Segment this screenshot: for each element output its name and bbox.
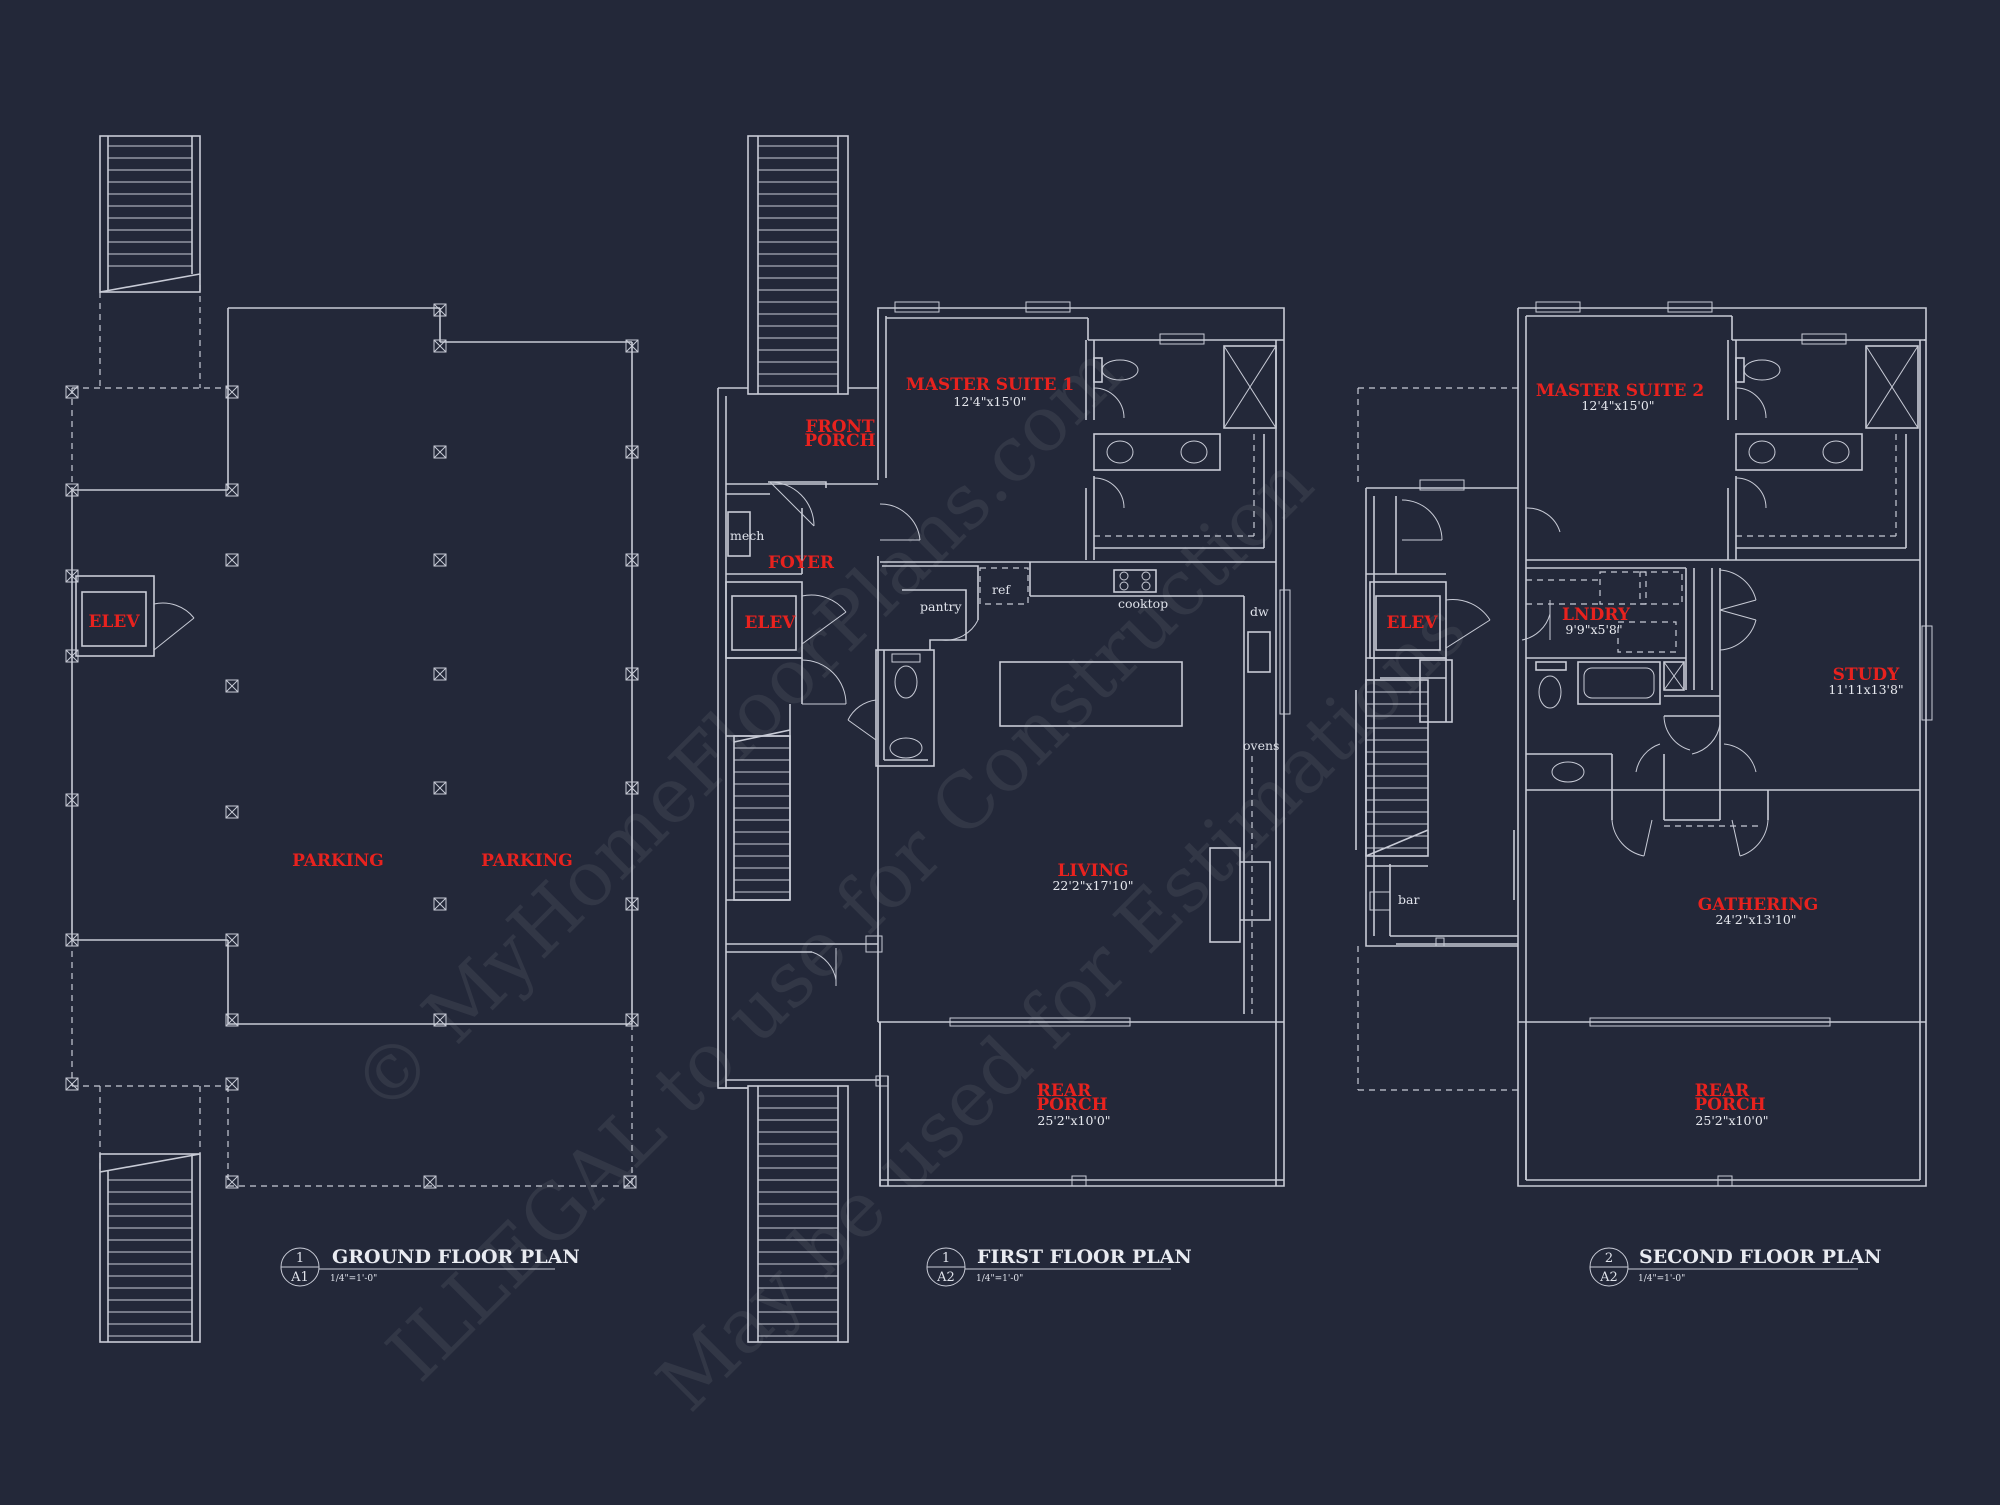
- first-rear-stair: [747, 1085, 849, 1343]
- column-marker: [65, 649, 79, 663]
- first-rear-porch: [718, 1022, 1284, 1187]
- first-front-porch-label-2: PORCH: [804, 431, 875, 451]
- second-floor-title-block: 2 A2 SECOND FLOOR PLAN 1/4"=1'-0": [1589, 1246, 1881, 1287]
- column-marker: [423, 1175, 437, 1189]
- column-marker: [433, 667, 447, 681]
- ground-bubble-sheet: A1: [290, 1270, 309, 1285]
- first-floor-title: FIRST FLOOR PLAN: [977, 1246, 1192, 1268]
- column-marker: [433, 781, 447, 795]
- column-marker: [65, 1077, 79, 1091]
- column-marker: [225, 553, 239, 567]
- ground-floor-title: GROUND FLOOR PLAN: [332, 1246, 580, 1268]
- second-gathering-dims: 24'2"x13'10": [1715, 912, 1796, 927]
- ground-floor-plan: ELEV PARKING PARKING 1 A1 GROUND FLOOR P…: [65, 135, 639, 1343]
- first-pantry-label: pantry: [920, 599, 963, 614]
- second-floor-scale: 1/4"=1'-0": [1638, 1274, 1685, 1284]
- column-marker: [625, 897, 639, 911]
- first-foyer-area: [725, 481, 921, 705]
- first-floor-title-block: 1 A2 FIRST FLOOR PLAN 1/4"=1'-0": [926, 1246, 1192, 1287]
- column-marker: [225, 805, 239, 819]
- first-front-stair: [747, 135, 849, 395]
- column-marker: [625, 553, 639, 567]
- second-floor-title: SECOND FLOOR PLAN: [1639, 1246, 1881, 1268]
- first-master-suite-dims: 12'4"x15'0": [953, 394, 1026, 409]
- second-laundry-label: LNDRY: [1562, 605, 1631, 625]
- second-elev-label: ELEV: [1386, 613, 1438, 633]
- second-study-dims: 11'11x13'8": [1828, 682, 1903, 697]
- column-marker: [433, 553, 447, 567]
- second-master-bath: [1525, 340, 1919, 560]
- column-marker: [625, 339, 639, 353]
- second-master-suite-label: MASTER SUITE 2: [1536, 381, 1704, 401]
- column-marker: [625, 1013, 639, 1027]
- first-ovens-label: ovens: [1243, 738, 1279, 753]
- column-marker: [65, 793, 79, 807]
- ground-floor-scale: 1/4"=1'-0": [330, 1274, 377, 1284]
- second-floor-plan: MASTER SUITE 2 12'4"x15'0" ELEV LNDRY 9'…: [1355, 301, 1933, 1287]
- column-marker: [225, 1013, 239, 1027]
- first-elev-label: ELEV: [744, 613, 796, 633]
- second-bar-label: bar: [1398, 892, 1419, 907]
- first-foyer-label: FOYER: [768, 553, 835, 573]
- column-marker: [433, 303, 447, 317]
- second-gathering-label: GATHERING: [1698, 895, 1819, 915]
- column-marker: [625, 667, 639, 681]
- column-marker: [225, 385, 239, 399]
- column-marker: [225, 483, 239, 497]
- first-pantry-powder: [847, 565, 979, 767]
- first-dw-label: dw: [1250, 604, 1269, 619]
- column-marker: [623, 1175, 637, 1189]
- column-marker: [225, 1077, 239, 1091]
- column-marker: [625, 781, 639, 795]
- ground-bubble-number: 1: [296, 1251, 304, 1266]
- first-rear-porch-label-1: REAR: [1037, 1081, 1092, 1101]
- ground-floor-title-block: 1 A1 GROUND FLOOR PLAN 1/4"=1'-0": [280, 1246, 580, 1287]
- first-ref-label: ref: [992, 582, 1011, 597]
- first-front-porch-label-1: FRONT: [805, 417, 875, 437]
- first-master-suite-label: MASTER SUITE 1: [906, 375, 1074, 395]
- ground-parking-left-label: PARKING: [292, 851, 384, 871]
- column-marker: [433, 897, 447, 911]
- column-marker: [65, 933, 79, 947]
- first-living-dims: 22'2"x17'10": [1052, 878, 1133, 893]
- ground-parking-right-label: PARKING: [481, 851, 573, 871]
- second-rear-porch-label-1: REAR: [1695, 1081, 1750, 1101]
- column-marker: [433, 445, 447, 459]
- first-floor-plan: MASTER SUITE 1 12'4"x15'0" FRONT PORCH F…: [717, 135, 1291, 1343]
- column-marker: [433, 339, 447, 353]
- column-marker: [225, 679, 239, 693]
- column-marker: [65, 385, 79, 399]
- ground-columns: [65, 303, 639, 1189]
- second-study-label: STUDY: [1833, 665, 1900, 685]
- second-rear-porch-dims: 25'2"x10'0": [1695, 1113, 1768, 1128]
- first-rear-porch-dims: 25'2"x10'0": [1037, 1113, 1110, 1128]
- second-laundry-dims: 9'9"x5'8": [1565, 622, 1622, 637]
- column-marker: [625, 445, 639, 459]
- second-bubble-number: 2: [1605, 1251, 1613, 1266]
- first-bubble-number: 1: [942, 1251, 950, 1266]
- first-rear-porch-label-2: PORCH: [1036, 1095, 1107, 1115]
- first-cooktop-label: cooktop: [1118, 596, 1168, 611]
- ground-elevator-shaft: [75, 575, 195, 657]
- first-master-bath: [1085, 340, 1277, 560]
- first-interior-stair: [726, 704, 791, 901]
- first-living-label: LIVING: [1057, 861, 1128, 881]
- first-floor-scale: 1/4"=1'-0": [976, 1274, 1023, 1284]
- second-master-suite-dims: 12'4"x15'0": [1581, 398, 1654, 413]
- ground-elev-label: ELEV: [88, 612, 140, 632]
- column-marker: [65, 569, 79, 583]
- column-marker: [65, 483, 79, 497]
- column-marker: [433, 1013, 447, 1027]
- first-mech-label: mech: [730, 528, 764, 543]
- second-rear-porch-label-2: PORCH: [1694, 1095, 1765, 1115]
- first-kitchen: [880, 561, 1276, 1014]
- ground-bottom-stair: [99, 1086, 201, 1343]
- ground-top-stair: [99, 135, 201, 388]
- second-bubble-sheet: A2: [1599, 1270, 1618, 1285]
- first-bubble-sheet: A2: [936, 1270, 955, 1285]
- column-marker: [225, 933, 239, 947]
- column-marker: [225, 1175, 239, 1189]
